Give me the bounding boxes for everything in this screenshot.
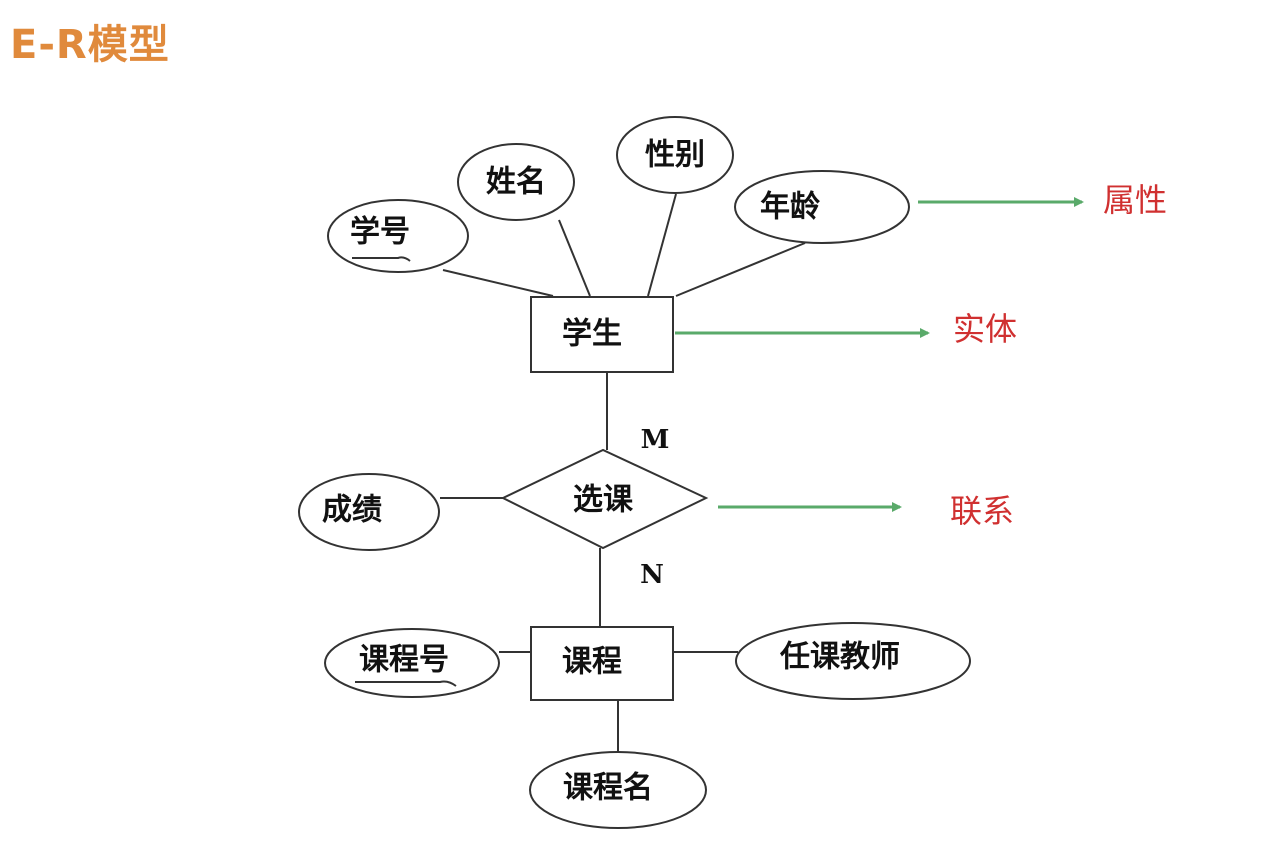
- attribute-course-name: 课程名: [529, 751, 707, 829]
- attribute-grade: 成绩: [298, 473, 440, 551]
- entity-course: 课程: [530, 626, 674, 701]
- edge-gender: [647, 193, 677, 297]
- connectors: [440, 193, 806, 752]
- attribute-gender: 性别: [616, 116, 734, 194]
- primary-key-underline: [355, 680, 457, 687]
- svg-text:成绩: 成绩: [322, 493, 382, 528]
- cardinality-m: M: [641, 425, 670, 455]
- entity-student: 学生: [530, 296, 674, 373]
- edge-age: [675, 242, 806, 297]
- edge-name: [558, 219, 591, 297]
- svg-text:性别: 性别: [645, 138, 705, 173]
- legend-entity: 实体: [953, 310, 1017, 348]
- svg-text:年龄: 年龄: [760, 190, 821, 225]
- page-title: E-R模型: [10, 22, 170, 68]
- svg-text:选课: 选课: [573, 483, 634, 518]
- primary-key-underline: [352, 256, 411, 262]
- svg-text:课程: 课程: [562, 645, 622, 680]
- svg-text:学生: 学生: [562, 317, 622, 352]
- attribute-name: 姓名: [457, 143, 575, 221]
- svg-text:学号: 学号: [350, 215, 410, 250]
- attribute-teacher: 任课教师: [735, 622, 971, 700]
- relationship-enroll: 选课: [500, 448, 709, 550]
- legend-relationship: 联系: [950, 492, 1014, 530]
- svg-text:课程名: 课程名: [563, 771, 653, 806]
- attribute-age: 年龄: [734, 170, 910, 244]
- legend-attribute: 属性: [1103, 181, 1167, 219]
- edge-student-id: [442, 269, 554, 297]
- attribute-student-id: 学号: [327, 199, 469, 273]
- attribute-course-id: 课程号: [324, 628, 500, 698]
- svg-text:课程号: 课程号: [359, 643, 449, 678]
- cardinality-n: N: [640, 560, 664, 590]
- svg-text:任课教师: 任课教师: [779, 640, 900, 675]
- svg-text:姓名: 姓名: [486, 165, 546, 200]
